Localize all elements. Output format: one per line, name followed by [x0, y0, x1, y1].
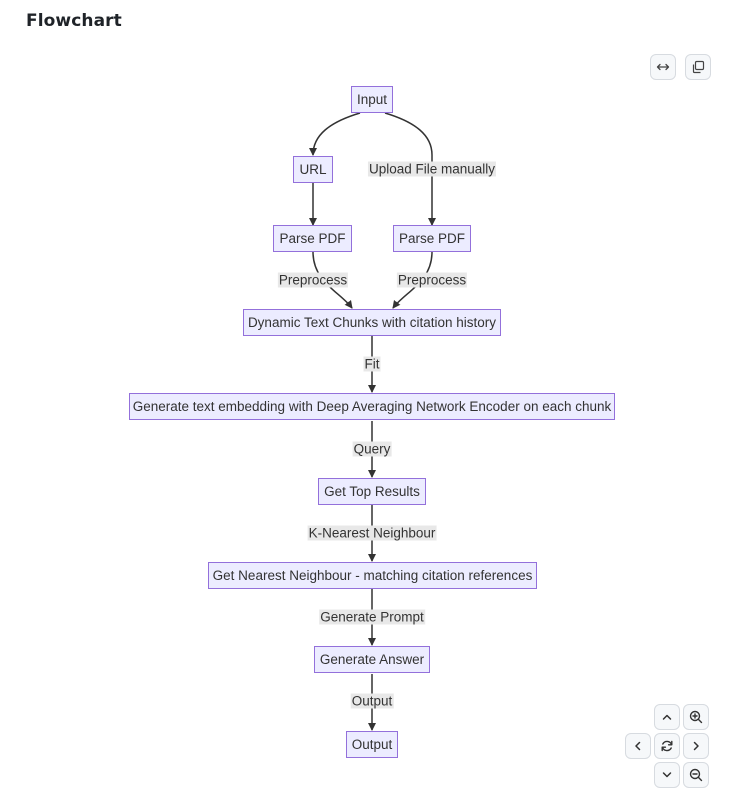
copy-button[interactable]: [685, 54, 711, 80]
node-url: URL: [293, 156, 333, 183]
edge-label-preprocess-1: Preprocess: [277, 272, 349, 288]
edge-label-knn: K-Nearest Neighbour: [307, 525, 437, 541]
node-input: Input: [351, 86, 393, 113]
node-dynamic-text-chunks: Dynamic Text Chunks with citation histor…: [243, 309, 501, 336]
chevron-down-icon: [662, 772, 672, 778]
chevron-left-icon: [635, 741, 641, 751]
edge-label-preprocess-2: Preprocess: [396, 272, 468, 288]
zoom-in-icon: [689, 710, 703, 724]
node-parse-pdf-2: Parse PDF: [393, 225, 471, 252]
edge-label-upload: Upload File manually: [367, 161, 497, 177]
page-title: Flowchart: [26, 11, 122, 31]
node-generate-answer: Generate Answer: [314, 646, 430, 673]
pan-up-button[interactable]: [654, 704, 680, 730]
pan-down-button[interactable]: [654, 762, 680, 788]
node-parse-pdf-1: Parse PDF: [273, 225, 352, 252]
reset-view-button[interactable]: [654, 733, 680, 759]
copy-icon: [692, 60, 705, 74]
node-nearest-neighbour: Get Nearest Neighbour - matching citatio…: [208, 562, 537, 589]
edge-label-fit: Fit: [363, 356, 381, 372]
edge-label-output: Output: [350, 693, 394, 709]
node-output: Output: [346, 731, 398, 758]
edge-label-query: Query: [352, 441, 392, 457]
pan-left-button[interactable]: [625, 733, 651, 759]
chevron-up-icon: [662, 714, 672, 720]
reset-icon: [661, 740, 673, 752]
node-get-top-results: Get Top Results: [318, 478, 426, 505]
zoom-out-icon: [689, 768, 703, 782]
edge-label-generate-prompt: Generate Prompt: [319, 609, 425, 625]
expand-button[interactable]: [650, 54, 676, 80]
edge-input-upload: [384, 112, 436, 226]
edge-input-url: [309, 112, 361, 156]
zoom-in-button[interactable]: [683, 704, 709, 730]
pan-right-button[interactable]: [683, 733, 709, 759]
zoom-out-button[interactable]: [683, 762, 709, 788]
chevron-right-icon: [693, 741, 699, 751]
arrows-horizontal-icon: [656, 63, 670, 71]
node-generate-embedding: Generate text embedding with Deep Averag…: [129, 393, 615, 420]
